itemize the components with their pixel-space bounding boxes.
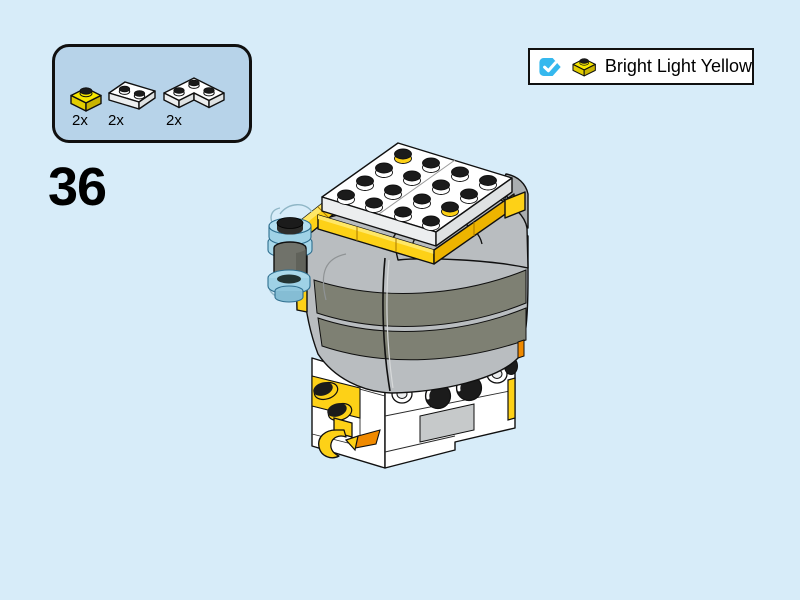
parts-panel: 2x 2x 2x [52,44,252,143]
model-render [267,142,529,469]
plate-1x1-yellow-icon [70,87,102,112]
plate-1x2-white-icon [108,81,156,110]
top-plates [321,142,513,247]
side-studs-left [313,381,353,422]
color-legend: Bright Light Yellow [528,48,754,85]
part-count-label: 2x [108,112,124,129]
hook-piece [318,417,359,459]
thruster-assembly [267,204,313,303]
part-count-label: 2x [72,112,88,129]
legend-checkbox[interactable] [538,56,563,78]
plate-2x2-corner-white-icon [163,77,225,109]
mouth-panel [419,403,475,443]
top-studs [337,148,497,231]
part-count-label: 2x [166,112,182,129]
helmet-band-upper [313,269,527,327]
legend-part-swatch-icon [572,57,596,76]
legend-label: Bright Light Yellow [604,56,752,76]
step-number: 36 [48,157,107,217]
orange-tile-right [517,339,525,359]
check-icon [543,60,557,72]
arm-plate-right [507,377,516,421]
